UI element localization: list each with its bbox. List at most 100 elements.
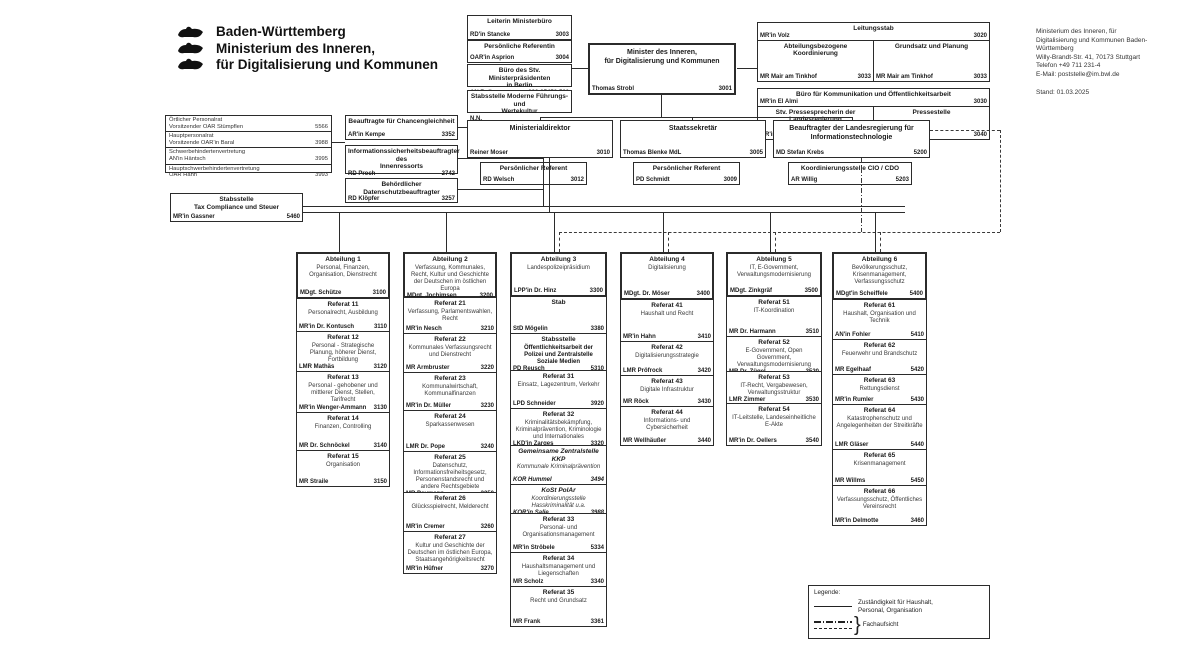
box-description: Glücksspielrecht, Melderecht — [411, 503, 489, 510]
phone-extension: 3510 — [805, 329, 819, 335]
box-title: Stabsstelle — [541, 336, 576, 343]
connector-line-solid-13 — [303, 206, 905, 207]
box-title: Büro des Stv. Ministerpräsidenten in Ber… — [488, 67, 551, 89]
box-description: Finanzen, Controlling — [314, 423, 372, 430]
connector-line-dashed-24 — [559, 232, 1000, 233]
phone-extension: 3420 — [697, 368, 711, 374]
person-name: LMR Zimmer — [729, 396, 766, 403]
phone-extension: 5203 — [895, 177, 909, 183]
box-description: Datenschutz, Informationsfreiheitsgesetz… — [413, 462, 487, 490]
box-title: Referat 15 — [327, 453, 359, 460]
person-name: LPP'in Dr. Hinz — [514, 288, 557, 294]
phone-extension: 5410 — [910, 332, 924, 338]
person-name: Thomas Strobl — [592, 86, 635, 92]
person-and-extension: KOR'in Salie3988 — [511, 510, 606, 517]
phone-extension: 3995 — [315, 155, 328, 162]
phone-extension: 5440 — [910, 442, 924, 448]
box-description: Haushalt und Recht — [640, 310, 694, 317]
box-title: Beauftragte für Chancengleichheit — [348, 118, 455, 125]
person-name: LMR Gläser — [835, 442, 869, 448]
box-title: Referat 35 — [542, 589, 575, 596]
box-informationssicherheit: Informationssicherheitsbeauftragter des … — [345, 145, 460, 177]
box-title: Stab — [551, 299, 566, 306]
box-title: Referat 42 — [651, 344, 683, 351]
person-name: MR Straile — [299, 479, 329, 485]
box-title: Persönlicher Referent — [499, 165, 568, 172]
person-name: StD Mögelin — [513, 326, 548, 332]
phone-extension: 3920 — [590, 401, 604, 407]
box-description: Rettungsdienst — [859, 385, 900, 392]
person-name: LMR Pröfrock — [623, 368, 663, 374]
phone-extension: 3033 — [857, 74, 871, 80]
phone-extension: 3100 — [372, 290, 386, 296]
person-name: MR'in Volz — [760, 32, 790, 39]
legend-solid-line-sample — [814, 606, 852, 607]
box-description: Digitalisierung — [648, 264, 686, 271]
phone-extension: 3352 — [441, 132, 455, 138]
connector-line-solid-9 — [458, 158, 544, 159]
legend-dashdot-line-sample — [814, 621, 852, 623]
connector-line-solid-0 — [661, 95, 662, 118]
box-description: Personal - Strategische Planung, höherer… — [309, 342, 377, 363]
phone-extension: 3540 — [805, 438, 819, 444]
box-title: Referat 31 — [542, 373, 575, 380]
person-name: MR Egelhaaf — [835, 367, 872, 373]
box-description: Landespolizeipräsidium — [527, 264, 590, 271]
box-description: Kommunales Verfassungsrecht und Dienstre… — [408, 344, 492, 358]
connector-line-dashed-26 — [668, 232, 669, 252]
phone-extension: 3003 — [555, 32, 569, 38]
phone-extension: 3340 — [590, 579, 604, 585]
person-name: MR Wellhäußer — [623, 438, 667, 444]
phone-extension: 5460 — [286, 214, 300, 220]
box-title: Referat 33 — [542, 516, 575, 523]
phone-extension: 3009 — [723, 177, 737, 183]
phone-extension: 5450 — [910, 478, 924, 484]
phone-extension: 3320 — [590, 440, 604, 447]
connector-line-solid-12 — [549, 158, 550, 213]
box-description: Koordinierungsstelle Hasskriminalität u.… — [531, 495, 586, 509]
connector-line-solid-4 — [852, 117, 853, 121]
group-title: Büro für Kommunikation und Öffentlichkei… — [796, 91, 951, 98]
box-title: Stabsstelle Tax Compliance und Steuer — [193, 196, 280, 211]
